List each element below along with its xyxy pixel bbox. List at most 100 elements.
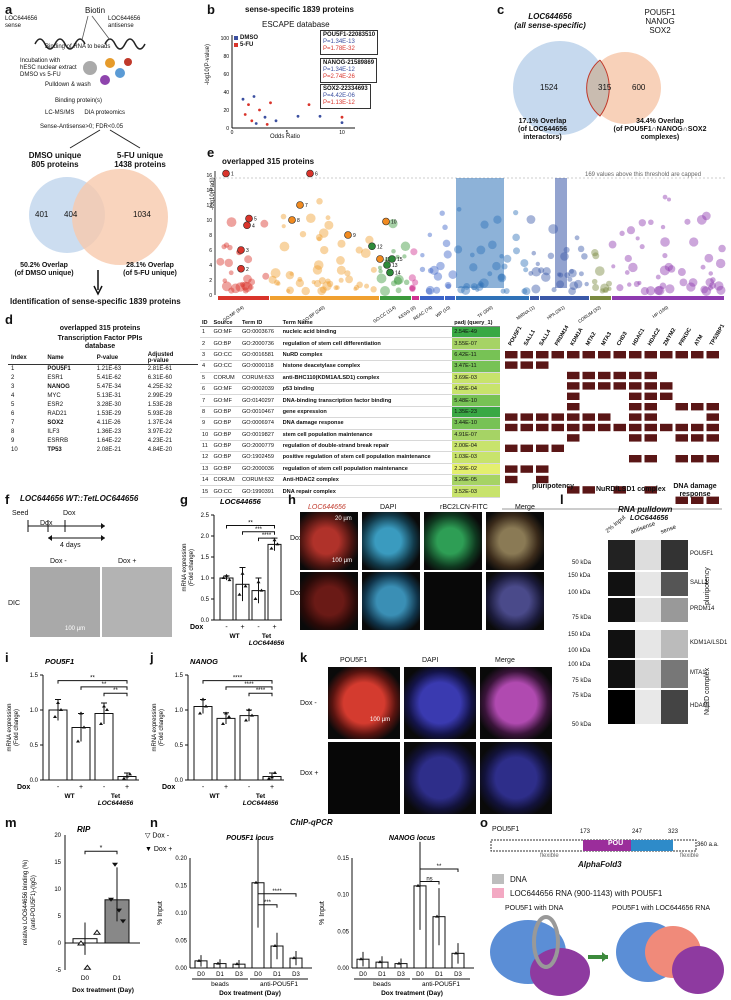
e-point (664, 262, 673, 272)
e-point (297, 276, 303, 282)
enr-cell: GO:MF (211, 326, 240, 339)
b-legend-dmso-mark (234, 36, 238, 40)
biotin-label: Biotin (85, 6, 106, 15)
n-point (235, 962, 239, 966)
enr-cell: GO:CC (211, 360, 240, 373)
f-timeline (27, 520, 105, 541)
e-point (228, 270, 234, 276)
e-point (224, 258, 233, 268)
h-col-loc: LOC644656 (308, 504, 346, 511)
panel-label-k: k (300, 650, 308, 665)
tf-cell: 5.41E-62 (96, 375, 122, 381)
venn-c-right: 600 (632, 83, 646, 92)
blot-prdm14 (608, 598, 688, 622)
gene-label: ATM (694, 334, 705, 347)
o-domain-label: POU (608, 840, 624, 847)
enr-cell: 1 (200, 326, 212, 339)
n-xtick: D3 (397, 972, 405, 978)
blot-hdac1 (608, 690, 688, 724)
enr-th-id: ID (200, 320, 212, 327)
dmso-unique-title: DMSO unique (28, 151, 82, 160)
b-box1-p2: P=1.78E-32 (323, 46, 355, 52)
k-col-pou5f1: POU5F1 (340, 657, 368, 664)
blot-mta1 (608, 660, 688, 688)
e-point (429, 265, 439, 275)
b-ytick: 80 (223, 54, 229, 60)
enr-cell: 3.52E-03 (452, 485, 500, 498)
e-point (400, 241, 411, 252)
e-point (702, 211, 711, 221)
e-ytick: 0 (209, 293, 212, 299)
e-point (444, 281, 452, 289)
data-point (128, 772, 132, 776)
e-highlight-label: 6 (315, 172, 318, 178)
tf-cell: TP53 (47, 447, 62, 453)
panel-label-h: h (288, 492, 296, 507)
tf-cell: 4.23E-21 (147, 438, 173, 444)
e-highlight-label: 9 (353, 233, 356, 239)
matrix-cell (629, 403, 642, 411)
sig-bracket (226, 525, 275, 529)
e-point (325, 278, 331, 284)
e-point (318, 277, 326, 285)
e-point (686, 282, 696, 292)
sense-label: LOC644656 sense (5, 16, 38, 29)
matrix-cell (613, 486, 626, 494)
e-point (648, 219, 654, 226)
b-point (265, 123, 269, 126)
gene-label: HDAC2 (647, 328, 662, 347)
enr-cell: GO:2000736 (239, 337, 281, 350)
tf-cell: 2.99E-29 (147, 393, 173, 399)
e-point (709, 282, 716, 289)
chart-title: NANOG (190, 657, 218, 666)
bar (267, 543, 282, 621)
b-xtick: 5 (286, 130, 289, 136)
e-highlight-point (237, 264, 245, 273)
matrix-cell (706, 423, 719, 432)
n-xtick: D1 (435, 972, 443, 978)
enr-th-padj: padj (query_1) (452, 320, 500, 327)
c-note-left: 17.1% Overlap (of LOC644656 interactors) (517, 118, 568, 141)
e-point (584, 281, 589, 287)
e-highlight-point (288, 216, 296, 224)
enr-cell: DNA-binding transcription factor binding (280, 394, 453, 407)
c-right-title: POU5F1 NANOG SOX2 (644, 8, 676, 35)
m-point-plus (112, 862, 118, 867)
gene-label: MTA3 (601, 331, 613, 347)
e-point (242, 282, 253, 293)
enr-cell: 5 (200, 372, 212, 384)
o-legend-rna-swatch (492, 888, 504, 898)
h-img-loc-plus (300, 572, 358, 630)
enr-cell: histone deacetylase complex (280, 360, 453, 373)
tf-cell: 2 (11, 375, 15, 381)
b-point (307, 103, 311, 106)
e-point (654, 286, 663, 295)
data-point (59, 708, 63, 711)
matrix-cell (706, 496, 719, 504)
e-point (230, 283, 241, 294)
panel-label-a: a (5, 2, 13, 17)
n-ytick: 0.05 (337, 929, 349, 935)
y-tick-label: 1.5 (201, 555, 210, 561)
data-point (198, 711, 202, 715)
e-point (521, 288, 528, 295)
matrix-cell (691, 496, 704, 504)
gene-label: CHD3 (616, 331, 629, 347)
tf-cell: RAD21 (47, 411, 67, 417)
f-scale: 100 µm (65, 626, 86, 632)
data-point (256, 580, 261, 584)
n-group-label: anti-POU5F1 (260, 981, 298, 988)
tf-cell: SOX2 (47, 420, 64, 426)
enr-cell: 2.54E-49 (452, 326, 500, 339)
e-point (701, 286, 712, 296)
b-legend-fu-mark (234, 43, 238, 47)
matrix-cell (675, 455, 688, 463)
matrix-cell (613, 371, 626, 380)
data-point (122, 776, 126, 780)
n-xlabel: Dox treatment (Day) (219, 990, 281, 997)
e-point (353, 286, 358, 291)
